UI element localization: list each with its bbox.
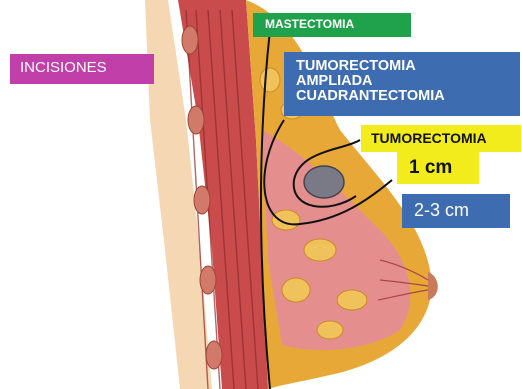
wide-excision-line-3: CUADRANTECTOMIA [296, 89, 520, 104]
wide-excision-quadrantectomy-label: TUMORECTOMIA AMPLIADA CUADRANTECTOMIA [284, 52, 520, 116]
tumor [304, 166, 344, 198]
lumpectomy-label: TUMORECTOMIA [361, 125, 521, 152]
margin-1cm-label: 1 cm [397, 152, 479, 184]
wide-excision-line-1: TUMORECTOMIA [296, 59, 520, 74]
margin-2-3cm-label: 2-3 cm [402, 194, 510, 228]
nipple [428, 272, 438, 300]
wide-excision-line-2: AMPLIADA [296, 74, 520, 89]
mastectomy-label: MASTECTOMIA [253, 13, 411, 37]
incisions-label: INCISIONES [10, 54, 154, 84]
